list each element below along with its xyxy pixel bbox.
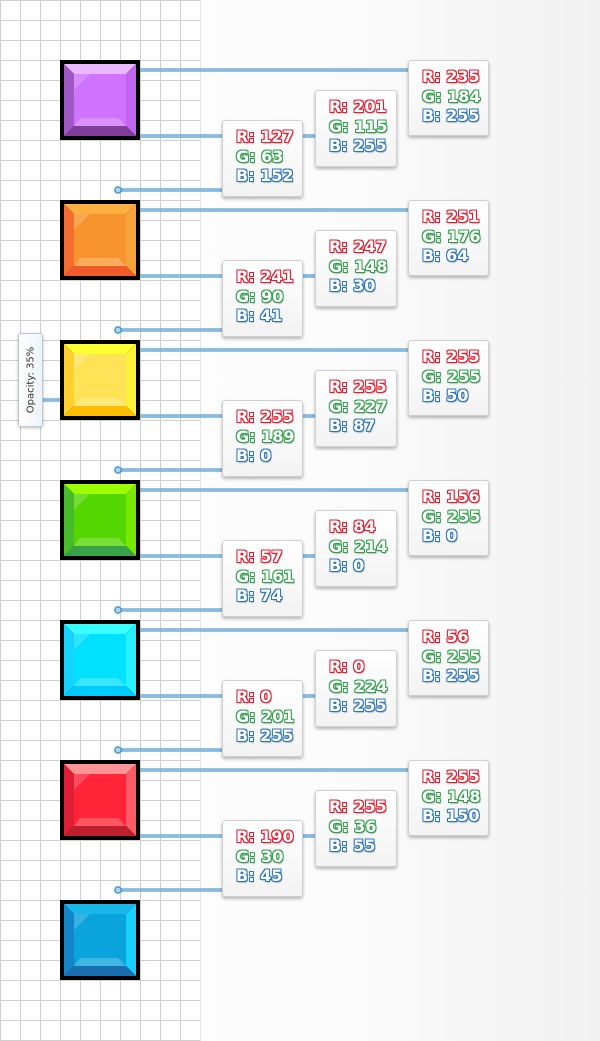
green-value: G: 36 <box>329 816 377 836</box>
blue-value: B: 41 <box>236 306 283 325</box>
red-value: R: 255 <box>329 377 387 396</box>
swatch-purple <box>60 60 140 140</box>
red-value: R: 251 <box>422 207 480 226</box>
red-value: R: 57 <box>236 547 283 566</box>
green-value: G: 189 <box>236 426 295 446</box>
blue-value: B: 0 <box>422 526 458 545</box>
red-value: R: 0 <box>236 687 272 706</box>
green-value: G: 184 <box>422 86 481 106</box>
red-value: R: 0 <box>329 657 365 676</box>
swatch-blue <box>60 900 140 980</box>
blue-value: B: 55 <box>329 836 376 855</box>
green-value: G: 161 <box>236 566 295 586</box>
green-value: G: 255 <box>422 366 481 386</box>
swatch-cyan <box>60 620 140 700</box>
green-value: G: 227 <box>329 396 388 416</box>
green-value: G: 255 <box>422 506 481 526</box>
swatch-orange <box>60 200 140 280</box>
swatch-red <box>60 760 140 840</box>
blue-value: B: 152 <box>236 166 294 185</box>
blue-value: B: 255 <box>329 136 387 155</box>
green-value: G: 176 <box>422 226 481 246</box>
blue-value: B: 255 <box>422 666 480 685</box>
blue-value: B: 50 <box>422 386 469 405</box>
red-value: R: 235 <box>422 67 480 86</box>
red-value: R: 190 <box>236 827 294 846</box>
blue-value: B: 0 <box>236 446 272 465</box>
red-value: R: 255 <box>422 347 480 366</box>
blue-value: B: 0 <box>329 556 365 575</box>
green-value: G: 255 <box>422 646 481 666</box>
green-value: G: 214 <box>329 536 388 556</box>
red-value: R: 255 <box>236 407 294 426</box>
green-value: G: 115 <box>329 116 388 136</box>
blue-value: B: 255 <box>329 696 387 715</box>
green-value: G: 63 <box>236 146 284 166</box>
blue-value: B: 150 <box>422 806 480 825</box>
blue-value: B: 255 <box>236 726 294 745</box>
swatch-green <box>60 480 140 560</box>
green-value: G: 224 <box>329 676 388 696</box>
blue-value: B: 74 <box>236 586 283 605</box>
red-value: R: 84 <box>329 517 376 536</box>
red-value: R: 255 <box>422 767 480 786</box>
red-value: R: 127 <box>236 127 294 146</box>
red-value: R: 156 <box>422 487 480 506</box>
green-value: G: 148 <box>422 786 481 806</box>
red-value: R: 56 <box>422 627 469 646</box>
green-value: G: 148 <box>329 256 388 276</box>
blue-value: B: 45 <box>236 866 283 885</box>
green-value: G: 201 <box>236 706 295 726</box>
red-value: R: 247 <box>329 237 387 256</box>
red-value: R: 241 <box>236 267 294 286</box>
swatch-yellow <box>60 340 140 420</box>
blue-value: B: 255 <box>422 106 480 125</box>
red-value: R: 255 <box>329 797 387 816</box>
opacity-note: Opacity: 35% <box>18 333 43 427</box>
blue-value: B: 87 <box>329 416 376 435</box>
green-value: G: 90 <box>236 286 284 306</box>
blue-value: B: 30 <box>329 276 376 295</box>
red-value: R: 201 <box>329 97 387 116</box>
opacity-note-text: Opacity: 35% <box>25 346 36 414</box>
blue-value: B: 64 <box>422 246 469 265</box>
green-value: G: 30 <box>236 846 284 866</box>
